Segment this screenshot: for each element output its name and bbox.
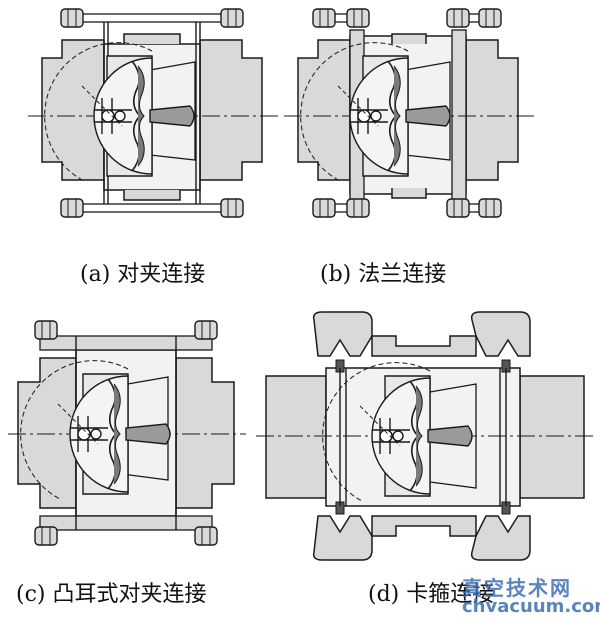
caption-c: (c) 凸耳式对夹连接 [16, 582, 207, 607]
valve-a-wafer [28, 8, 278, 218]
watermark-cn: 真空技术网 [462, 576, 572, 600]
valve-b-flanged [284, 8, 534, 218]
caption-d: (d) 卡箍连接 [368, 582, 495, 607]
watermark-en: chvacuum.com [462, 596, 600, 617]
valve-d-clamp [256, 311, 594, 561]
valve-c-lug-wafer [8, 320, 246, 546]
caption-b: (b) 法兰连接 [320, 262, 447, 287]
caption-a: (a) 对夹连接 [80, 262, 206, 287]
